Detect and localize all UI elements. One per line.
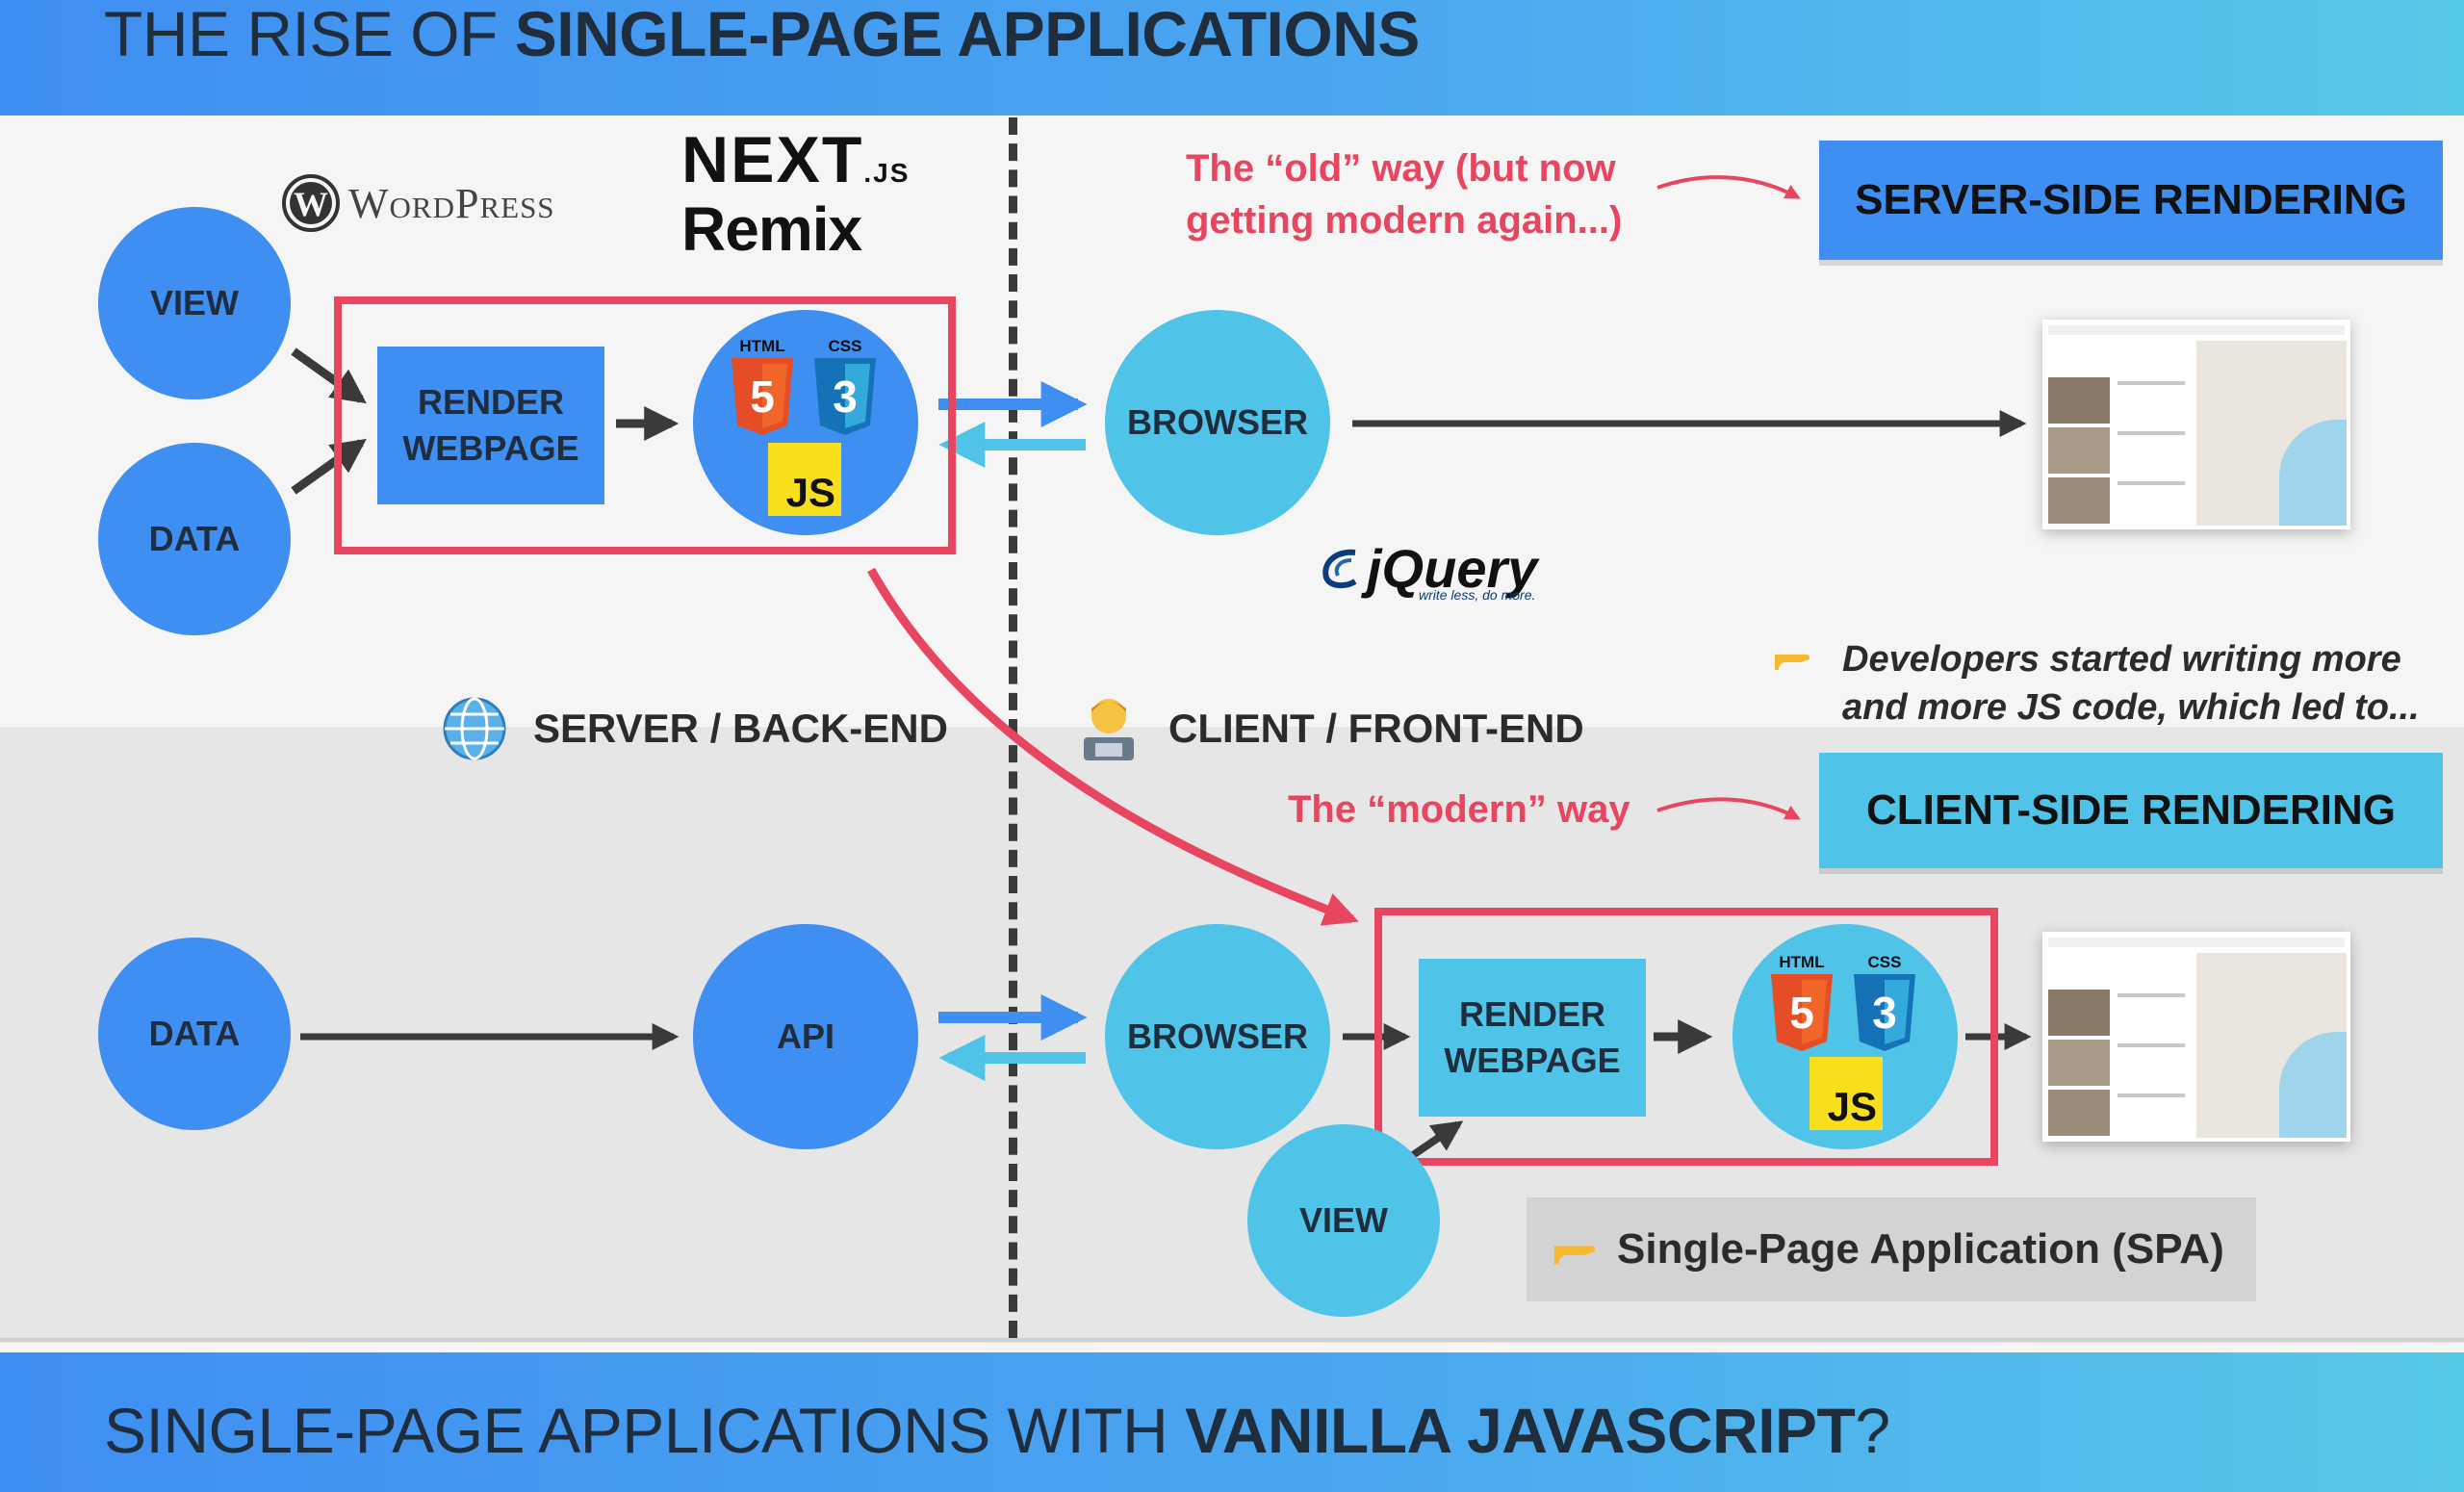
server-client-divider [1009,117,1017,1338]
csr-highlight-frame [1374,908,1998,1166]
footer-band: SINGLE-PAGE APPLICATIONS WITH VANILLA JA… [0,1352,2464,1492]
server-label: SERVER / BACK-END [441,695,948,762]
csr-note: The “modern” way [1288,788,1630,831]
ssr-browser-node: BROWSER [1105,310,1330,535]
csr-html5-icon: HTML 5 [1771,953,1833,1056]
ssr-view-node: VIEW [98,207,291,399]
pointing-hand-icon [1775,655,1810,670]
csr-js-icon: JS [1810,1057,1883,1130]
header-title: THE RISE OF SINGLE-PAGE APPLICATIONS [104,0,1420,69]
ssr-css3-icon: CSS 3 [814,337,876,440]
arrow-old-note-to-tag [1656,175,1801,199]
wordpress-logo: W WordPress [281,173,555,233]
arrow-data-to-render [291,438,367,495]
ssr-highlight-frame [334,296,956,554]
header-band: THE RISE OF SINGLE-PAGE APPLICATIONS [0,0,2464,116]
footer-title: SINGLE-PAGE APPLICATIONS WITH VANILLA JA… [104,1395,1890,1466]
ssr-data-node: DATA [98,443,291,635]
jquery-icon [1322,549,1357,589]
ssr-page-screenshot [2042,320,2350,529]
nextjs-logo: NEXT.JS [681,123,911,196]
globe-icon [443,697,506,760]
divider-rule [0,1338,2464,1342]
spa-label-box: Single-Page Application (SPA) [1527,1197,2256,1301]
csr-api-node: API [693,924,918,1149]
arrow-view-to-render-csr [1410,1120,1464,1159]
svg-text:3: 3 [833,372,858,422]
arrow-view-to-render [291,347,367,404]
arrow-modern-note-to-tag [1656,797,1801,820]
csr-browser-node: BROWSER [1105,924,1330,1149]
csr-data-node: DATA [98,938,291,1130]
ssr-js-icon: JS [768,443,841,516]
developer-emoji-icon [1084,699,1134,760]
ssr-tag: SERVER-SIDE RENDERING [1819,141,2443,260]
svg-text:3: 3 [1872,988,1897,1038]
csr-page-screenshot [2042,932,2350,1142]
csr-view-node: VIEW [1247,1124,1440,1317]
svg-text:5: 5 [1789,988,1814,1038]
arrow-ssr-to-csr [867,567,1359,926]
wordpress-icon: W [282,174,340,232]
remix-logo: Remix [681,194,862,264]
svg-text:W: W [294,185,328,223]
csr-css3-icon: CSS 3 [1854,953,1915,1056]
ssr-html5-icon: HTML 5 [732,337,793,440]
csr-tag: CLIENT-SIDE RENDERING [1819,753,2443,868]
pointing-hand-icon [1553,1246,1596,1265]
svg-text:5: 5 [750,372,775,422]
client-label: CLIENT / FRONT-END [1078,695,1584,762]
